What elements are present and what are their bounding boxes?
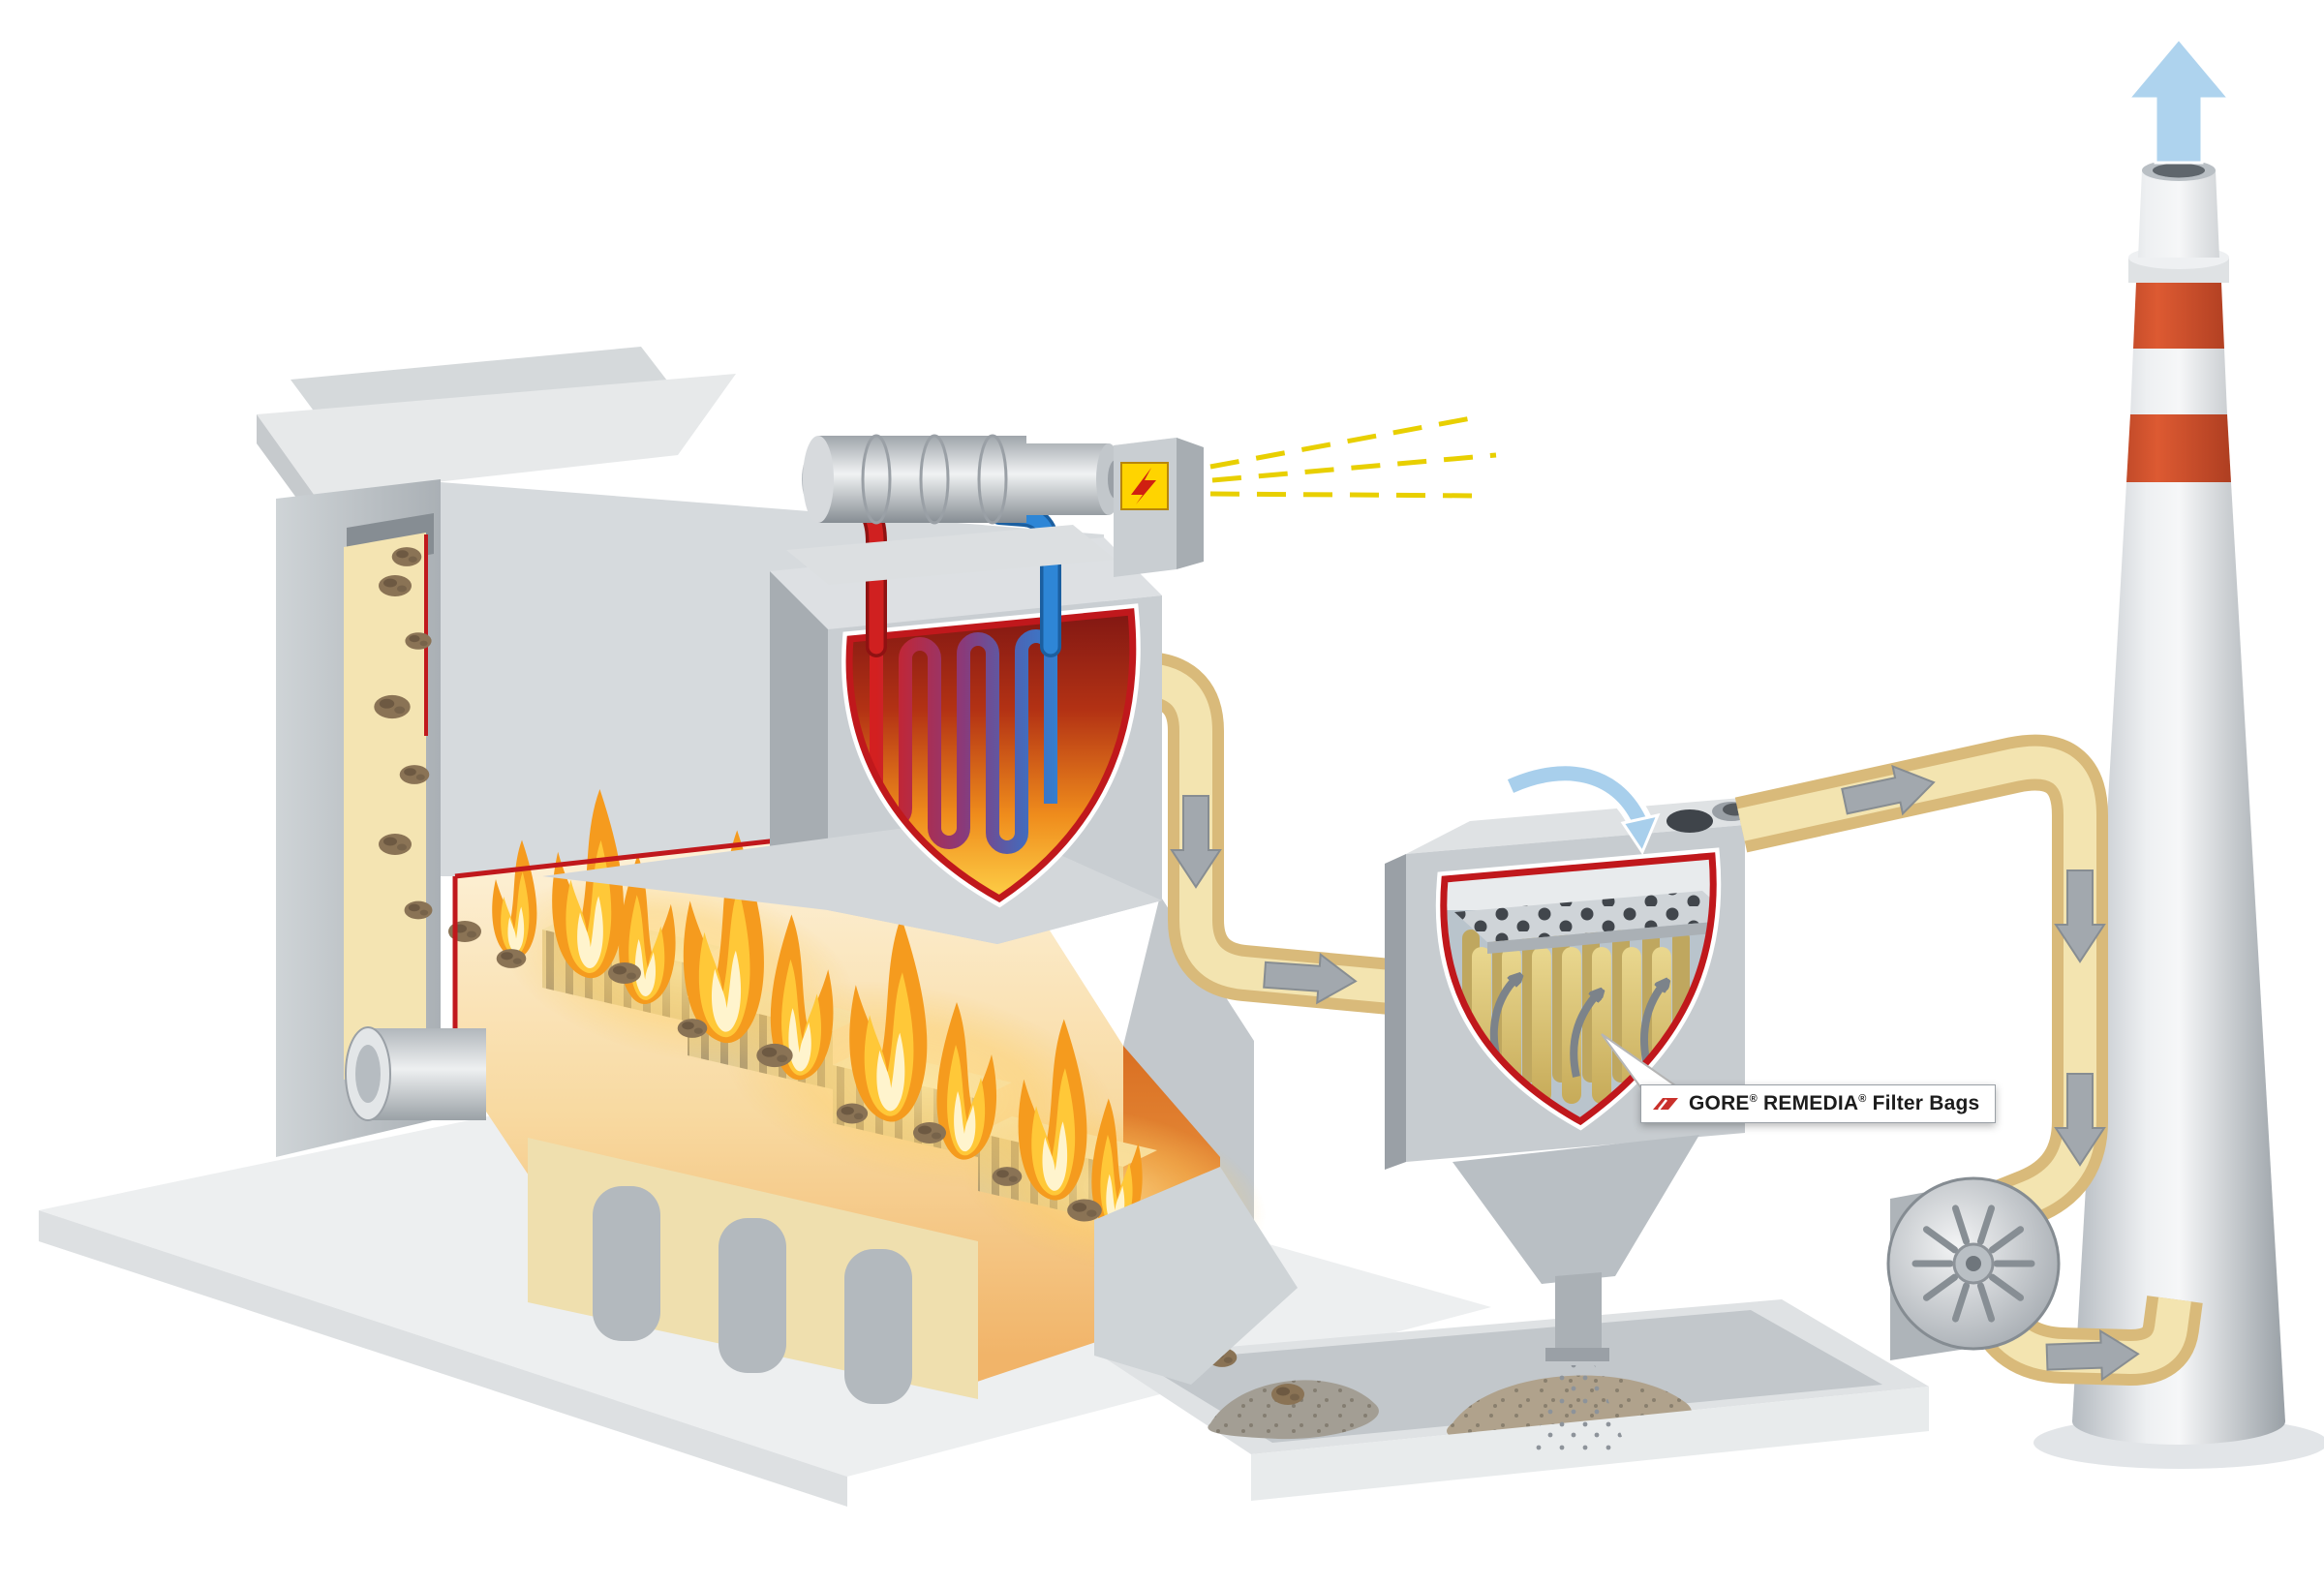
product-suffix: Filter Bags: [1872, 1092, 1980, 1114]
generator-cap: [803, 436, 834, 523]
duct2-inner: [1737, 746, 2096, 1228]
boiler-left-face: [770, 571, 828, 910]
fan-hub-center: [1966, 1256, 1981, 1271]
chimney-red-band-upper: [2133, 283, 2224, 349]
slag-discharger: [1094, 1167, 1298, 1385]
fly-ash-dust-stream: [1530, 1365, 1629, 1454]
arch-opening: [844, 1249, 912, 1404]
fd-fan-inlet: [355, 1045, 381, 1103]
hopper-stem: [1555, 1272, 1602, 1350]
chimney-top-tube: [2138, 170, 2219, 258]
filter-top-face: [1406, 792, 1809, 854]
generator-platform: [786, 525, 1116, 585]
waste-feed-chute: [344, 533, 426, 1080]
callout-text: GORE® REMEDIA® Filter Bags: [1689, 1092, 1979, 1115]
boiler: [542, 413, 1497, 944]
chimney-red-band-lower: [2126, 414, 2231, 482]
generator-rib: [861, 434, 892, 525]
arch-opening: [719, 1218, 786, 1373]
clean-gas-up-arrow: [2125, 36, 2233, 165]
filter-shield-border: [1440, 852, 1717, 1126]
raw-gas-arrow: [1507, 766, 1648, 829]
filter-house: [1385, 760, 1809, 1454]
chimney-opening: [2153, 163, 2205, 178]
tube-sheet-edge: [1487, 920, 1714, 954]
bunker-roof: [257, 374, 736, 496]
registered-mark: ®: [1858, 1093, 1867, 1105]
electric-cabinet: [1114, 413, 1497, 577]
boiler-tube-coil: [870, 625, 1057, 854]
filter-hopper: [1452, 1135, 1699, 1284]
chimney-shaft: [2072, 482, 2285, 1421]
gore-logo-icon: [1653, 1098, 1678, 1111]
filter-outlet-hole: [1667, 809, 1713, 833]
fan-blades: [1911, 1205, 2035, 1323]
electricity-rays: [1209, 413, 1497, 499]
chimney-white-band: [2130, 349, 2227, 414]
boiler-shield-border: [845, 608, 1137, 903]
forced-draft-fan: [345, 1026, 486, 1121]
product-name: REMEDIA: [1763, 1092, 1859, 1114]
generator-rib: [919, 434, 950, 525]
hopper-flange: [1545, 1348, 1609, 1361]
lightning-bolt-icon: [1131, 468, 1156, 504]
duct-filter-to-fan: [1734, 734, 2108, 1238]
induced-draft-fan: [1886, 1176, 2061, 1360]
turbine-generator: [786, 434, 1123, 585]
registered-mark: ®: [1749, 1093, 1758, 1105]
raw-gas-arrowhead: [1620, 812, 1661, 856]
ash-pile-left-speckle: [1208, 1380, 1379, 1440]
chimney-foot: [2072, 1398, 2285, 1445]
bunker-roof-edge: [257, 414, 315, 523]
arch-opening: [593, 1186, 660, 1341]
gore-remedia-callout: GORE® REMEDIA® Filter Bags: [1640, 1084, 1997, 1123]
brand-name: GORE: [1689, 1092, 1750, 1114]
grate-support-arches: [528, 1138, 978, 1404]
ground-slab-left-edge: [39, 1210, 847, 1507]
turbine-body: [1026, 443, 1109, 515]
generator-rib: [977, 434, 1008, 525]
tube-sheet-holes: [1454, 891, 1714, 942]
chimney-stack: [2072, 36, 2285, 1445]
filter-left-face: [1385, 854, 1406, 1170]
